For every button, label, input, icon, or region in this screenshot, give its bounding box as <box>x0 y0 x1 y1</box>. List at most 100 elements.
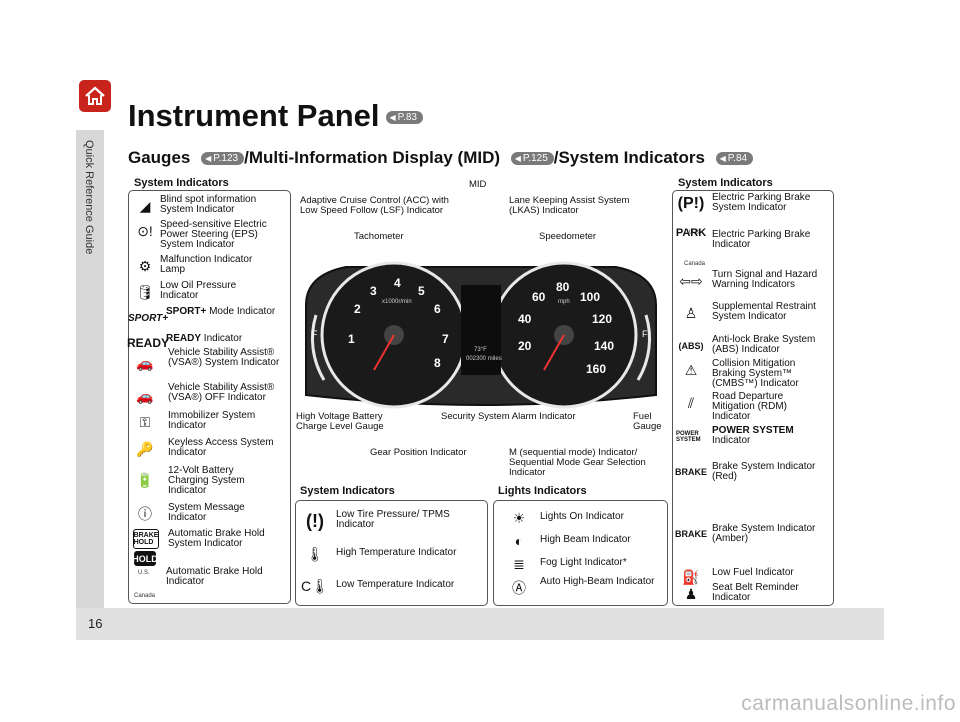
canada-label: Canada <box>684 261 706 267</box>
vsa-icon: 🚗 <box>136 354 154 371</box>
lights-indicator-panel <box>493 500 668 606</box>
item-label: Brake System Indicator (Red) <box>712 461 816 482</box>
item-label: Keyless Access System Indicator <box>168 437 274 458</box>
battery-icon: 🔋 <box>136 471 154 488</box>
fog-light-icon: ≣ <box>513 555 525 572</box>
list-item: ♟ Seat Belt Reminder Indicator <box>676 583 824 605</box>
svg-text:x1000r/min: x1000r/min <box>382 299 412 305</box>
list-item: ⚿Immobilizer System Indicator <box>130 411 276 433</box>
sport-plus-icon: SPORT+ <box>127 312 169 324</box>
mid-ref-link[interactable]: P.125 <box>510 152 554 166</box>
list-item: ⇦⇨Turn Signal and Hazard Warning Indicat… <box>676 270 824 292</box>
brake-red-icon: BRAKE <box>675 467 708 477</box>
list-item: POWER SYSTEM POWER SYSTEM Indicator <box>676 426 824 448</box>
svg-text:4: 4 <box>394 276 401 290</box>
home-button[interactable] <box>79 80 111 112</box>
security-callout: Security System Alarm Indicator <box>441 411 576 422</box>
list-item: ⊙!Speed-sensitive Electric Power Steerin… <box>130 220 280 250</box>
list-item: SPORT+SPORT+ Mode Indicator <box>127 306 276 329</box>
brake-hold-icon: BRAKE HOLD <box>133 529 159 549</box>
item-label: Collision Mitigation Braking System™ (CM… <box>712 358 799 389</box>
page-ref-link[interactable]: P.83 <box>385 111 423 125</box>
canada-label: Canada <box>134 593 156 599</box>
home-icon <box>85 86 105 105</box>
steering-warning-icon: ⊙! <box>137 222 153 239</box>
low-temp-icon: C🌡 <box>301 577 329 594</box>
left-indicator-panel <box>128 190 291 604</box>
list-item: ◢Blind spot information System Indicator <box>130 195 276 217</box>
svg-text:F: F <box>642 329 648 339</box>
list-item: 🛢Low Oil Pressure Indicator <box>130 281 276 303</box>
item-label: POWER SYSTEM Indicator <box>712 425 794 446</box>
item-label: Supplemental Restraint System Indicator <box>712 301 816 322</box>
svg-text:2: 2 <box>354 302 361 316</box>
abs-icon: (ABS) <box>678 341 704 351</box>
svg-text:3: 3 <box>370 284 377 298</box>
srs-icon: ♙ <box>684 304 698 321</box>
footer-band <box>76 608 884 640</box>
oil-can-icon: 🛢 <box>136 283 154 300</box>
section-heading: Gauges P.123/Multi-Information Display (… <box>128 148 754 168</box>
m-indicator-callout: M (sequential mode) Indicator/ Sequentia… <box>509 447 646 478</box>
seat-belt-icon: ♟ <box>684 585 698 602</box>
ready-icon: READY <box>127 336 170 350</box>
svg-text:7: 7 <box>442 332 449 346</box>
rdm-icon: ⫽ <box>687 394 695 411</box>
svg-text:160: 160 <box>586 362 606 376</box>
gauges-ref-link[interactable]: P.123 <box>201 152 245 166</box>
svg-text:8: 8 <box>434 356 441 370</box>
list-item: ⚠ Collision Mitigation Braking System™ (C… <box>676 359 824 389</box>
item-label: High Beam Indicator <box>540 534 631 545</box>
item-label: Vehicle Stability Assist® (VSA®) OFF Ind… <box>168 382 275 403</box>
item-label: Anti-lock Brake System (ABS) Indicator <box>712 334 816 355</box>
item-label: Fog Light Indicator* <box>540 557 627 568</box>
item-label: Automatic Brake Hold Indicator <box>166 566 263 587</box>
keyless-icon: 🔑 <box>136 440 154 457</box>
item-label: Brake System Indicator (Amber) <box>712 523 816 544</box>
svg-text:60: 60 <box>532 290 546 304</box>
sidebar-label: Quick Reference Guide <box>83 140 95 255</box>
item-label: Lights On Indicator <box>540 511 624 522</box>
item-label: Seat Belt Reminder Indicator <box>712 582 799 603</box>
item-label: Low Fuel Indicator <box>712 567 794 578</box>
list-item: ≣ Fog Light Indicator* <box>504 553 660 575</box>
power-system-icon: POWER SYSTEM <box>676 431 701 443</box>
parking-brake-system-icon: (P!) <box>677 195 705 212</box>
vsa-off-icon: 🚗 <box>136 387 154 404</box>
high-beam-icon: ◐ <box>514 533 524 549</box>
high-temp-icon: 🌡 <box>306 545 324 562</box>
middle-indicator-panel <box>295 500 488 606</box>
item-label: Immobilizer System Indicator <box>168 410 256 431</box>
item-label: SPORT+ Mode Indicator <box>166 306 276 317</box>
indicators-ref-link[interactable]: P.84 <box>715 152 754 166</box>
gear-callout: Gear Position Indicator <box>370 447 467 458</box>
item-label: Turn Signal and Hazard Warning Indicator… <box>712 269 818 290</box>
park-icon: PARK <box>675 227 707 239</box>
list-item: ◐ High Beam Indicator <box>504 530 660 552</box>
item-label: High Temperature Indicator <box>336 547 457 558</box>
brake-amber-icon: BRAKE <box>675 529 708 539</box>
blind-spot-icon: ◢ <box>139 197 151 214</box>
speedometer-callout: Speedometer <box>539 231 597 242</box>
list-item: BRAKE HOLD Automatic Brake Hold System In… <box>130 529 280 549</box>
cmbs-icon: ⚠ <box>684 361 698 378</box>
auto-high-beam-icon: Ⓐ <box>512 580 526 596</box>
lights-panel-title: Lights Indicators <box>498 485 587 497</box>
item-label: Low Tire Pressure/ TPMS Indicator <box>336 509 450 530</box>
svg-text:73°F: 73°F <box>474 347 487 353</box>
list-item: ⚙Malfunction Indicator Lamp <box>130 255 276 277</box>
item-label: Automatic Brake Hold System Indicator <box>168 528 265 549</box>
lkas-callout: Lane Keeping Assist System (LKAS) Indica… <box>509 195 630 216</box>
list-item: 🚗 Vehicle Stability Assist® (VSA®) OFF In… <box>130 383 284 409</box>
item-label: READY Indicator <box>166 333 243 344</box>
tire-pressure-icon: (!) <box>306 510 324 531</box>
page-number: 16 <box>88 616 103 631</box>
svg-text:20: 20 <box>518 339 532 353</box>
engine-icon: ⚙ <box>138 257 152 274</box>
us-label: U.S. <box>138 570 150 576</box>
svg-text:1: 1 <box>348 332 355 346</box>
